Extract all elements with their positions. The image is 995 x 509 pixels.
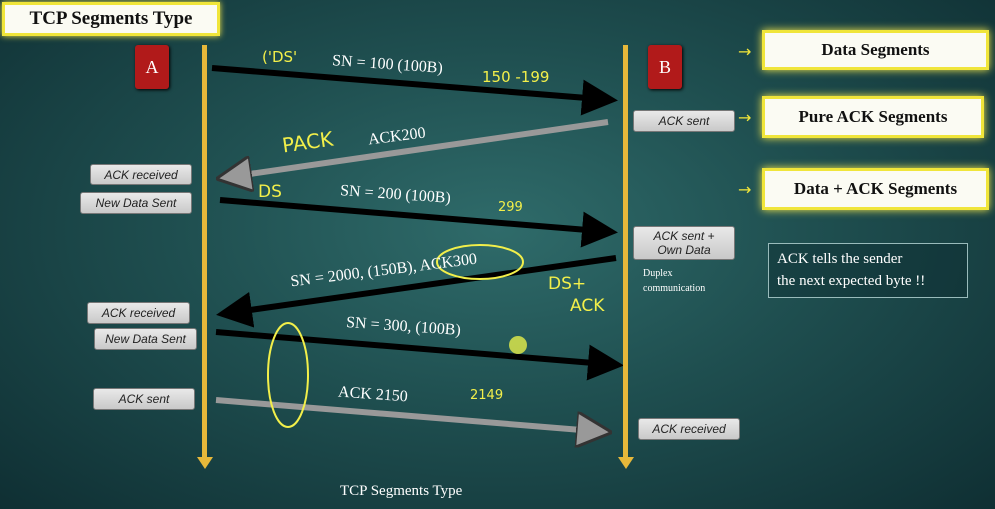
legend-pure-ack: Pure ACK Segments [762, 96, 984, 138]
pointer-dot [509, 336, 527, 354]
legend-data-ack: Data + ACK Segments [762, 168, 989, 210]
label-new-data-sent-1: New Data Sent [80, 192, 192, 214]
duplex-label-1: Duplex [643, 268, 673, 279]
label-ack-sent-a: ACK sent [93, 388, 195, 410]
legend-arrow-icon: → [738, 42, 752, 61]
node-b: B [648, 45, 682, 89]
label-ack-sent-own-data: ACK sent + Own Data [633, 226, 735, 260]
arrow-ack-2 [215, 397, 606, 432]
handwriting-dsack-1: DS+ [548, 274, 587, 294]
label-ack-received-2: ACK received [87, 302, 190, 324]
label-ack-sent-own-line2: Own Data [657, 243, 711, 257]
handwriting-ds2: DS [258, 182, 282, 202]
node-a: A [135, 45, 169, 89]
lifeline-b-arrowhead [618, 457, 634, 469]
label-ack-sent-b: ACK sent [633, 110, 735, 132]
annotation-circle [267, 322, 309, 428]
label-new-data-sent-2: New Data Sent [94, 328, 197, 350]
lifeline-b [623, 45, 628, 460]
legend-data-segments: Data Segments [762, 30, 989, 70]
lifeline-a-arrowhead [197, 457, 213, 469]
arrow-ack-1 [222, 119, 609, 178]
duplex-label-2: communication [643, 283, 706, 294]
arrow-data-ack [216, 255, 617, 328]
note-line-2: the next expected byte !! [777, 273, 926, 289]
lifeline-a [202, 45, 207, 460]
arrow-data-2 [219, 197, 618, 248]
arrow-data-1 [211, 65, 618, 116]
label-ack-received-1: ACK received [90, 164, 192, 185]
handwriting-range2: 299 [498, 200, 523, 215]
annotation-circle-ack300 [436, 244, 524, 280]
handwriting-2149: 2149 [470, 388, 504, 403]
legend-arrow-icon: → [738, 180, 752, 199]
handwriting-dsack-2: ACK [570, 296, 605, 316]
legend-arrow-icon: → [738, 108, 752, 127]
label-ack-received-b: ACK received [638, 418, 740, 440]
arrow-data-3 [215, 329, 624, 381]
note-line-1: ACK tells the sender [777, 251, 903, 267]
handwriting-range1: 150 -199 [482, 68, 550, 86]
label-ack-sent-own-line1: ACK sent + [653, 229, 715, 243]
slide-title: TCP Segments Type [2, 2, 220, 36]
handwriting-ds: ('DS' [262, 48, 298, 66]
bottom-caption: TCP Segments Type [340, 483, 463, 499]
note-box: ACK tells the sender the next expected b… [768, 243, 968, 298]
